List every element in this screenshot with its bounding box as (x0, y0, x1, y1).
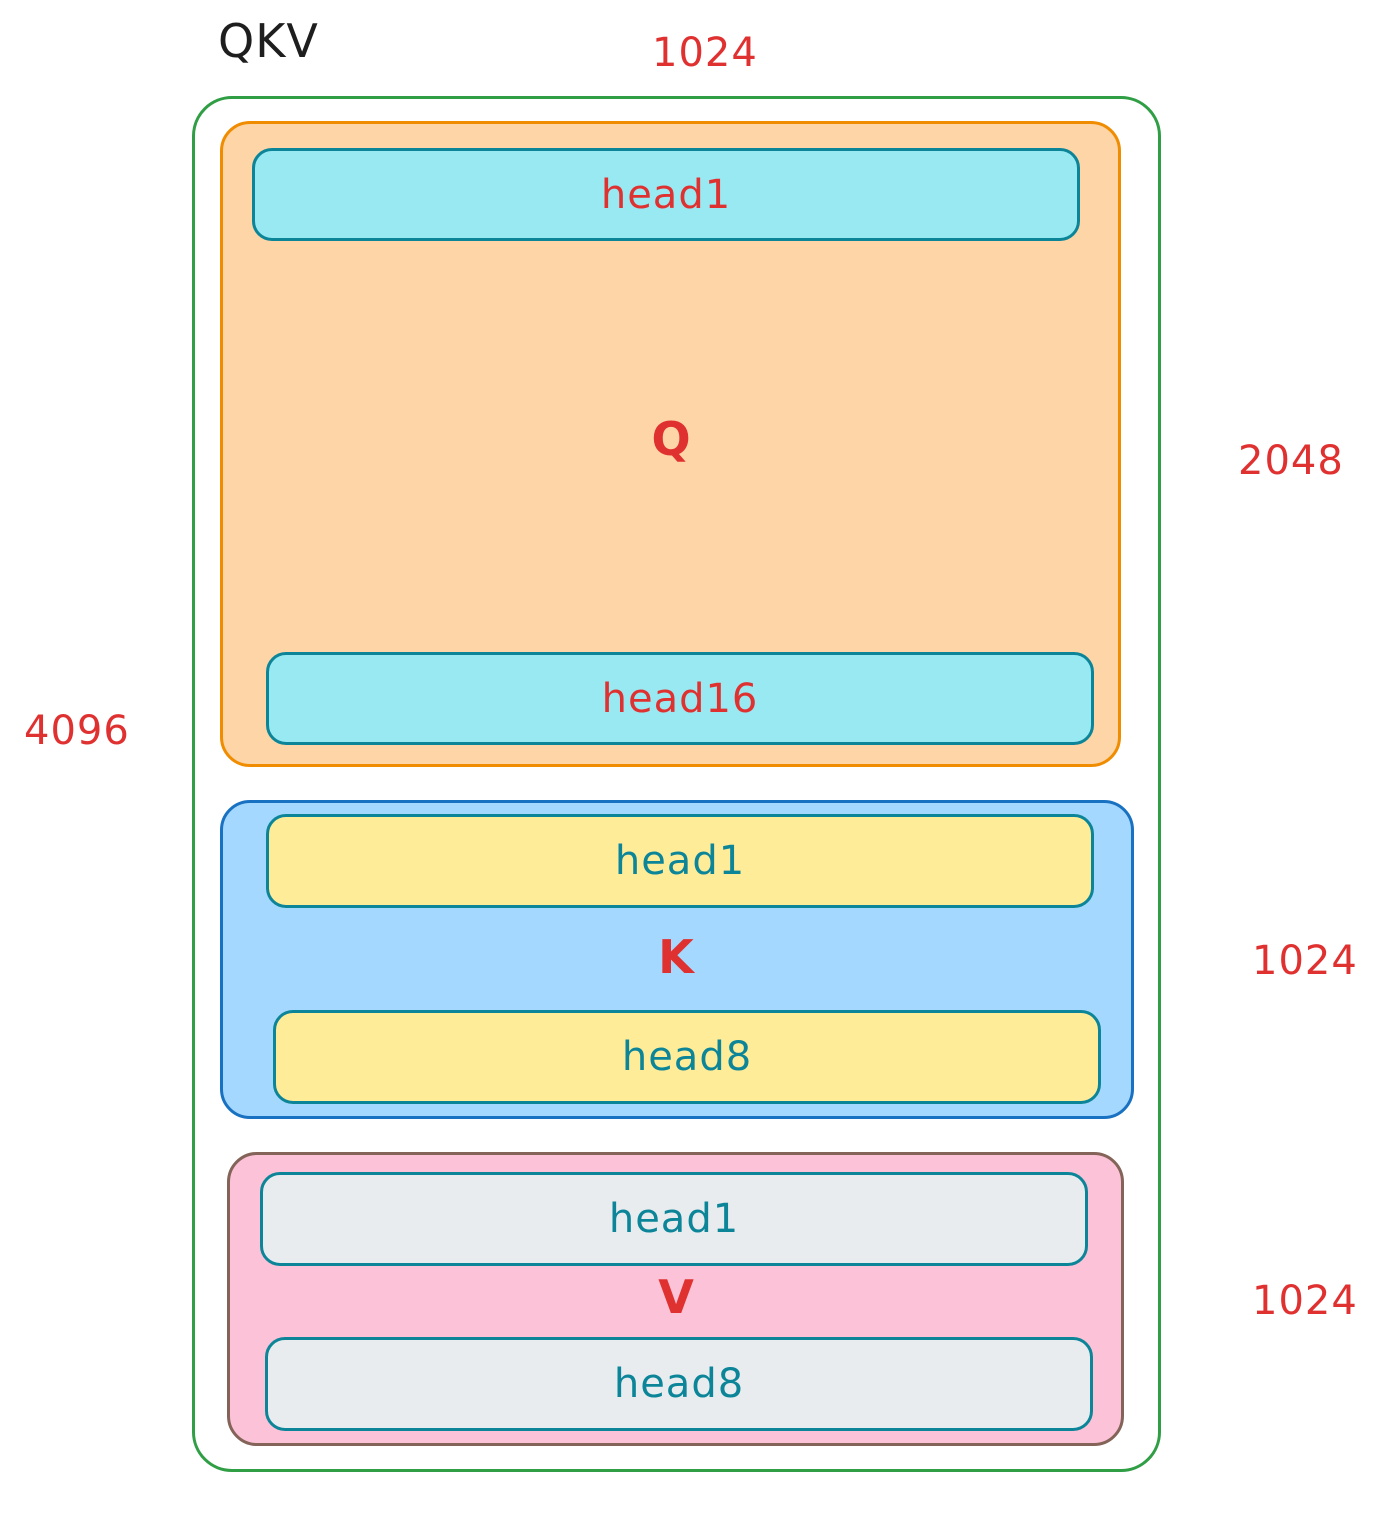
k-height-label: 1024 (1252, 938, 1358, 984)
v-height-label: 1024 (1252, 1278, 1358, 1324)
v-label: V (658, 1270, 694, 1324)
total-height-label: 4096 (24, 708, 130, 754)
k-head-first: head1 (266, 814, 1094, 908)
q-height-label: 2048 (1238, 438, 1344, 484)
k-label: K (658, 930, 694, 984)
q-label: Q (651, 412, 691, 466)
k-head-last: head8 (273, 1010, 1101, 1104)
width-label: 1024 (652, 30, 758, 76)
diagram-title: QKV (218, 14, 319, 68)
v-head-first: head1 (260, 1172, 1088, 1266)
q-head-first: head1 (252, 148, 1080, 241)
v-head-last: head8 (265, 1337, 1093, 1431)
q-head-last: head16 (266, 652, 1094, 745)
